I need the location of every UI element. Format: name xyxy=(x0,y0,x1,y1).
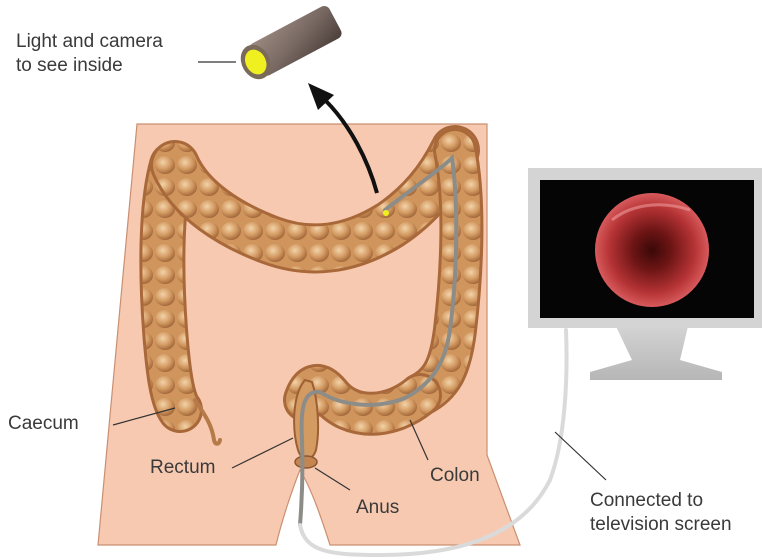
label-camera-line1: Light and camera xyxy=(16,30,163,54)
label-anus: Anus xyxy=(356,496,399,520)
label-screen-line1: Connected to xyxy=(590,489,732,513)
label-camera-line2: to see inside xyxy=(16,54,163,78)
colon-lumen-view xyxy=(595,193,709,307)
label-camera: Light and camera to see inside xyxy=(16,30,163,78)
monitor-icon xyxy=(528,168,762,380)
camera-tip-icon xyxy=(235,4,344,85)
label-colon: Colon xyxy=(430,464,480,488)
label-screen-line2: television screen xyxy=(590,513,732,537)
label-screen: Connected to television screen xyxy=(590,489,732,537)
endoscope-light-tip xyxy=(383,210,389,216)
label-caecum: Caecum xyxy=(8,412,79,436)
label-rectum: Rectum xyxy=(150,456,215,480)
